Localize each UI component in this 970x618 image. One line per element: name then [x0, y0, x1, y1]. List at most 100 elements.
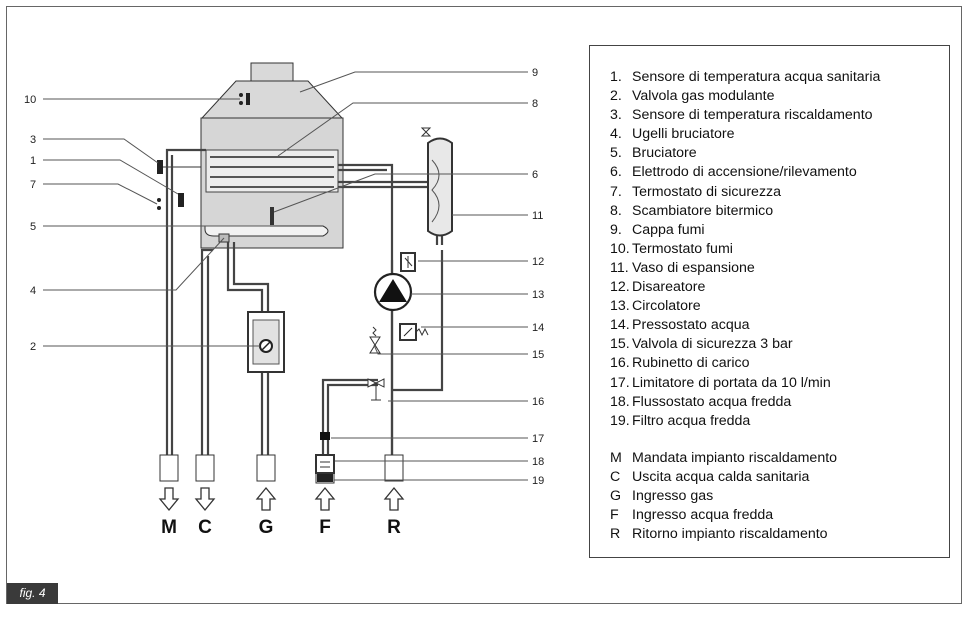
legend-item-number: 10. — [610, 240, 630, 257]
legend-item: 3. Sensore di temperatura riscaldamento — [610, 106, 880, 125]
legend-list: 1. Sensore di temperatura acqua sanitaria… — [610, 68, 880, 431]
legend-item-text: Termostato fumi — [632, 240, 733, 257]
legend-item: 8.Scambiatore bitermico — [610, 202, 880, 221]
legend-item: 14.Pressostato acqua — [610, 316, 880, 335]
cold-water-flow-switch — [315, 454, 335, 474]
callout-9: 9 — [532, 67, 538, 79]
legend-item-text: Filtro acqua fredda — [632, 412, 751, 429]
callout-2: 2 — [30, 341, 36, 353]
legend-item-text: Valvola gas modulante — [632, 88, 775, 105]
callout-10: 10 — [24, 94, 36, 106]
connection-item: C Uscita acqua calda sanitaria — [610, 468, 837, 487]
flue-thermostat — [239, 93, 250, 105]
legend-item: 5. Bruciatore — [610, 144, 880, 163]
circulator-pump — [373, 272, 413, 312]
callout-15: 15 — [532, 349, 544, 361]
flow-limiter — [320, 432, 330, 440]
figure-frame — [6, 6, 962, 604]
legend-item-number: 11. — [610, 259, 629, 276]
callout-17: 17 — [532, 433, 544, 445]
legend-item: 2. Valvola gas modulante — [610, 87, 880, 106]
connection-item: M Mandata impianto riscaldamento — [610, 449, 837, 468]
callout-14: 14 — [532, 322, 544, 334]
callout-18: 18 — [532, 456, 544, 468]
connection-item-number: F — [610, 507, 619, 524]
legend-item-text: Sensore di temperatura riscaldamento — [632, 107, 873, 124]
figure-tag: fig. 4 — [7, 583, 58, 604]
air-separator — [400, 252, 416, 272]
legend-item-number: 7. — [610, 183, 622, 200]
legend-item-number: 13. — [610, 298, 630, 315]
legend-item-text: Circolatore — [632, 298, 701, 315]
connection-item-number: C — [610, 469, 621, 486]
water-pressure-switch — [399, 323, 429, 341]
legend-item-number: 12. — [610, 279, 630, 296]
legend-item-number: 9. — [610, 221, 622, 238]
label-M: M — [161, 517, 177, 538]
legend-item-text: Ugelli bruciatore — [632, 126, 735, 143]
legend-item: 1. Sensore di temperatura acqua sanitaria — [610, 68, 880, 87]
connection-item-text: Ritorno impianto riscaldamento — [632, 526, 828, 543]
legend-item-text: Pressostato acqua — [632, 317, 750, 334]
legend-item-text: Rubinetto di carico — [632, 355, 750, 372]
connection-item-text: Mandata impianto riscaldamento — [632, 450, 838, 466]
legend-item: 4.Ugelli bruciatore — [610, 125, 880, 144]
fill-tap — [367, 378, 385, 401]
legend-item: 12.Disareatore — [610, 278, 880, 297]
legend-item-text: Bruciatore — [632, 145, 697, 162]
callout-12: 12 — [532, 256, 544, 268]
legend-item: 13.Circolatore — [610, 297, 880, 316]
legend-item-number: 3. — [610, 107, 622, 124]
legend-item-text: Sensore di temperatura acqua sanitaria — [632, 69, 881, 85]
legend-item: 7. Termostato di sicurezza — [610, 183, 880, 202]
legend-item-number: 16. — [610, 355, 630, 372]
legend-item: 16.Rubinetto di carico — [610, 354, 880, 373]
legend-item-number: 14. — [610, 317, 630, 334]
legend-item-text: Scambiatore bitermico — [632, 202, 774, 219]
safety-thermostat — [157, 198, 161, 210]
label-R: R — [387, 517, 401, 538]
legend-item-number: 6. — [610, 164, 622, 181]
connection-stubs — [159, 454, 404, 484]
callout-8: 8 — [532, 98, 538, 110]
callout-11: 11 — [532, 210, 543, 222]
legend-item-number: 15. — [610, 336, 630, 353]
safety-valve — [369, 326, 381, 354]
callout-19: 19 — [532, 475, 544, 487]
legend-item-text: Limitatore di portata da 10 l/min — [632, 374, 831, 391]
legend-item-number: 5. — [610, 145, 622, 162]
legend-item-text: Cappa fumi — [632, 221, 705, 238]
legend-item: 19.Filtro acqua fredda — [610, 412, 880, 431]
legend-item: 15.Valvola di sicurezza 3 bar — [610, 335, 880, 354]
callout-6: 6 — [532, 169, 538, 181]
combustion-chamber — [200, 117, 344, 249]
legend-item-text: Flussostato acqua fredda — [632, 393, 792, 410]
legend-box: 1. Sensore di temperatura acqua sanitaria… — [589, 45, 950, 558]
expansion-vessel — [420, 127, 453, 237]
callout-7: 7 — [30, 179, 36, 191]
connection-item-number: G — [610, 488, 622, 505]
callout-5: 5 — [30, 221, 36, 233]
flue-hood — [200, 62, 344, 119]
legend-item-number: 1. — [610, 69, 622, 85]
leader-lines — [43, 71, 528, 481]
legend-item-number: 17. — [610, 374, 630, 391]
callout-3: 3 — [30, 134, 36, 146]
flow-arrows — [158, 486, 405, 512]
connection-item-text: Uscita acqua calda sanitaria — [632, 469, 810, 486]
cold-water-filter — [317, 474, 333, 482]
legend-item-text: Elettrodo di accensione/rilevamento — [632, 164, 857, 181]
gas-valve — [247, 311, 285, 373]
legend-item-text: Termostato di sicurezza — [632, 183, 782, 200]
label-F: F — [319, 517, 331, 538]
callout-1: 1 — [30, 155, 36, 167]
legend-item-number: 19. — [610, 412, 630, 429]
legend-item-number: 2. — [610, 88, 622, 105]
connection-item-number: M — [610, 450, 622, 466]
legend-item-number: 18. — [610, 393, 630, 410]
